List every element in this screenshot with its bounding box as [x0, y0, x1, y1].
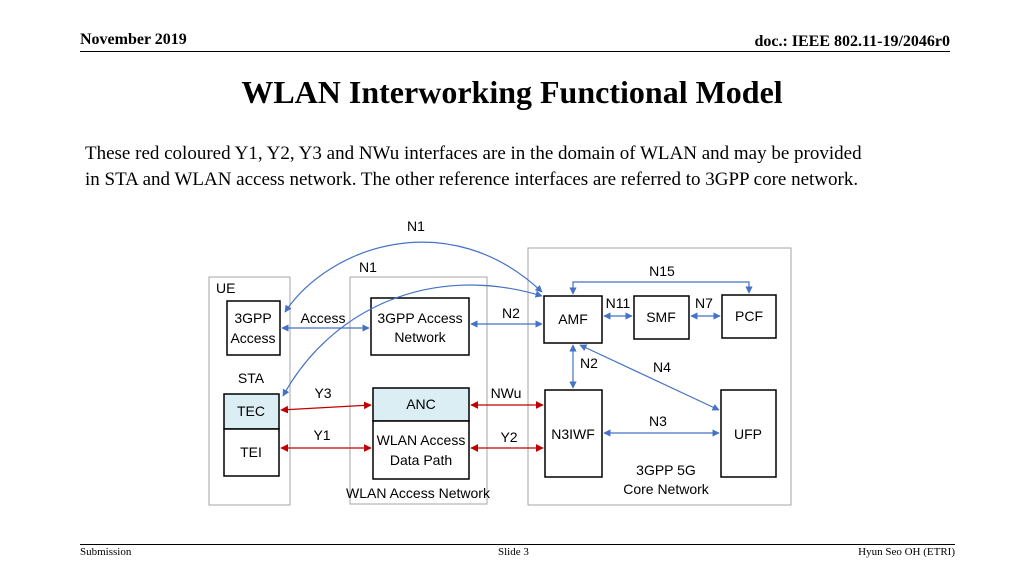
header-date: November 2019	[80, 31, 187, 48]
label-y1: Y1	[313, 427, 330, 443]
ue-label: UE	[216, 280, 235, 296]
footer-divider	[80, 544, 955, 545]
link-n15	[569, 281, 753, 295]
node-3gpp-access-ue-label-2: Access	[230, 330, 275, 346]
wlan-access-network-label: WLAN Access Network	[346, 485, 491, 501]
label-n1-mid: N1	[359, 259, 377, 275]
node-amf-label: AMF	[558, 311, 588, 327]
node-smf	[633, 295, 690, 340]
label-n4: N4	[653, 359, 671, 375]
node-wlan-access-data-path-label-2: Data Path	[390, 452, 452, 468]
node-n3iwf-label: N3IWF	[551, 426, 595, 442]
link-n1-top	[284, 241, 543, 313]
node-anc-label: ANC	[406, 396, 436, 412]
link-n4	[579, 344, 720, 411]
node-3gpp-access-network	[370, 297, 470, 356]
link-y3	[280, 401, 372, 414]
node-tei-label: TEI	[240, 444, 262, 460]
footer-submission: Submission	[80, 546, 132, 558]
node-3gpp-access-ue-label-1: 3GPP	[234, 310, 271, 326]
node-wlan-access-data-path-label-1: WLAN Access	[377, 432, 466, 448]
node-tei	[223, 428, 280, 477]
node-amf	[543, 295, 603, 344]
node-pcf	[721, 294, 777, 339]
node-tec	[223, 393, 280, 430]
slide-title: WLAN Interworking Functional Model	[241, 74, 783, 110]
label-n1-top: N1	[407, 218, 425, 234]
node-ufp-label: UFP	[734, 426, 762, 442]
label-y3: Y3	[314, 385, 331, 401]
body-line-1: These red coloured Y1, Y2, Y3 and NWu in…	[85, 143, 862, 164]
node-smf-label: SMF	[646, 309, 676, 325]
footer-slide-number: Slide 3	[498, 546, 529, 558]
core-network-label-2: Core Network	[623, 481, 710, 497]
node-ufp	[720, 389, 777, 478]
label-access: Access	[300, 310, 345, 326]
node-wlan-access-data-path	[372, 420, 470, 480]
body-text: These red coloured Y1, Y2, Y3 and NWu in…	[85, 141, 985, 193]
label-n11: N11	[606, 295, 631, 311]
core-network-label-1: 3GPP 5G	[636, 462, 696, 478]
label-n2-top: N2	[502, 305, 520, 321]
footer-author: Hyun Seo OH (ETRI)	[858, 546, 955, 558]
node-tec-label: TEC	[237, 403, 265, 419]
header-divider	[80, 51, 950, 52]
header-doc-id: doc.: IEEE 802.11-19/2046r0	[754, 33, 950, 50]
label-n15: N15	[649, 263, 675, 279]
label-nwu: NWu	[491, 385, 522, 401]
body-line-2: in STA and WLAN access network. The othe…	[85, 169, 859, 190]
node-3gpp-access-ue	[226, 300, 281, 356]
link-n1-mid	[282, 284, 543, 397]
sta-label: STA	[238, 370, 265, 386]
node-pcf-label: PCF	[735, 308, 763, 324]
node-3gpp-access-network-label-1: 3GPP Access	[377, 310, 462, 326]
label-n2-mid: N2	[580, 355, 598, 371]
label-y2: Y2	[500, 429, 517, 445]
label-n3: N3	[649, 413, 667, 429]
label-n7: N7	[695, 295, 713, 311]
node-3gpp-access-network-label-2: Network	[394, 329, 446, 345]
